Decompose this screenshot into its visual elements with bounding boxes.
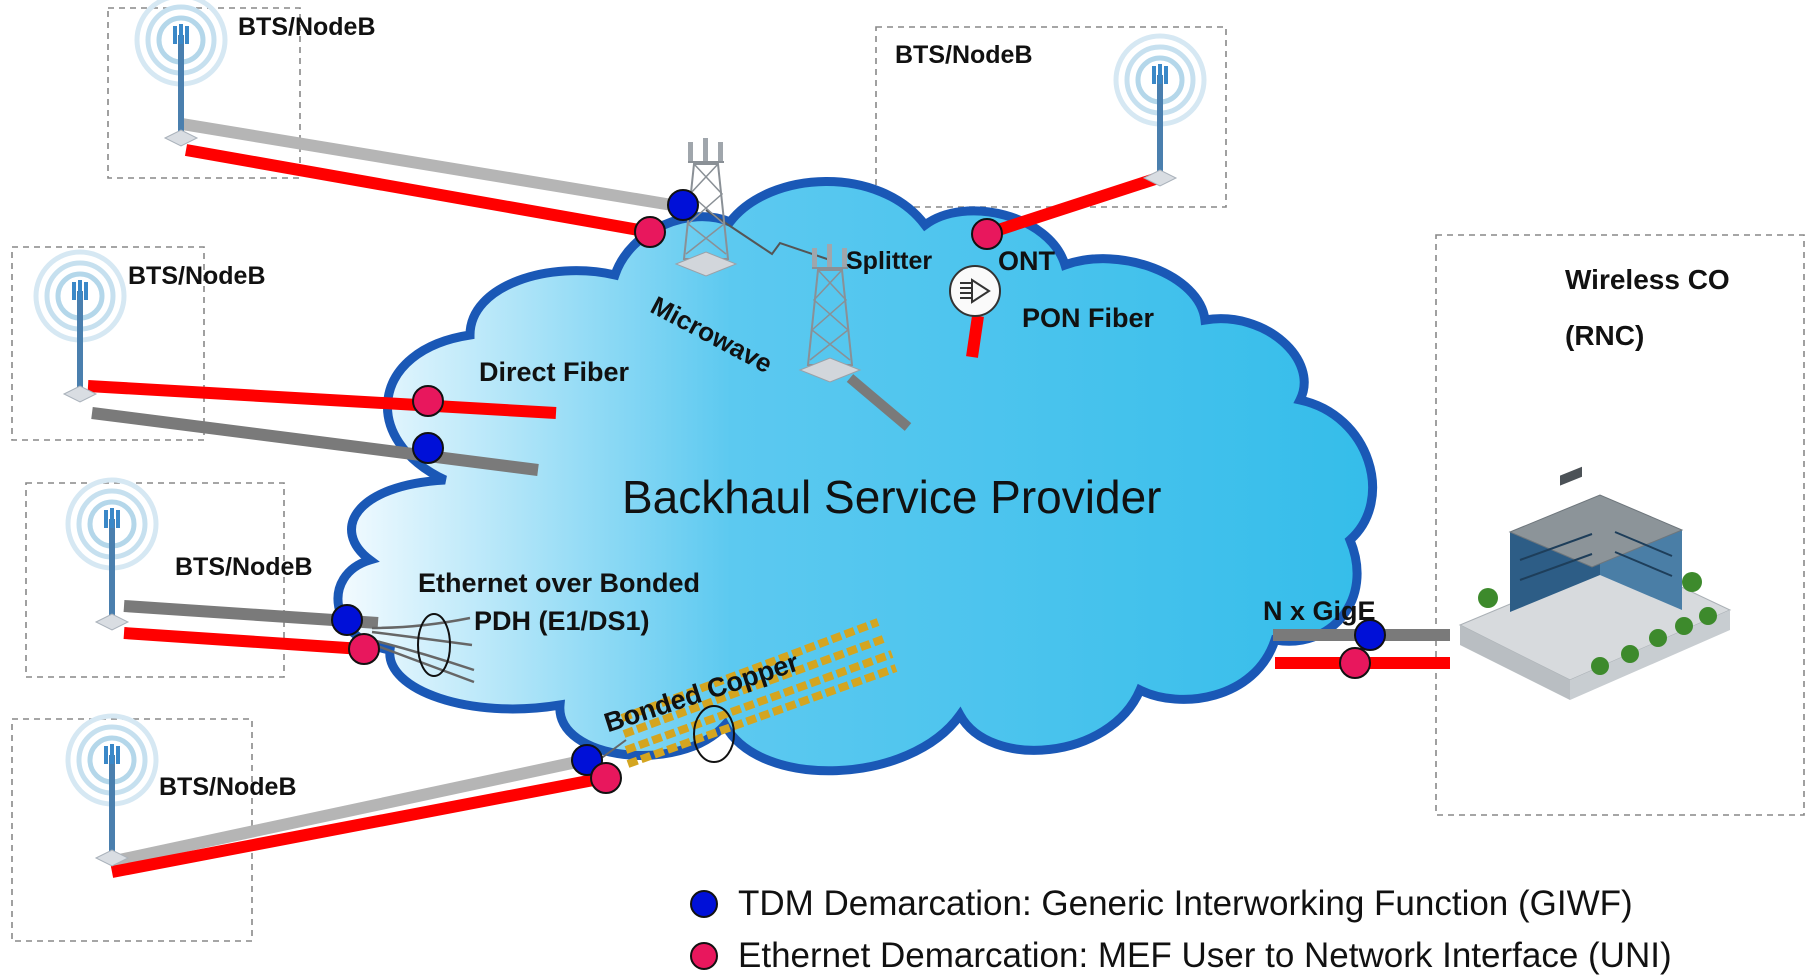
cloud-title: Backhaul Service Provider: [622, 471, 1162, 523]
site-label-4: BTS/NodeB: [175, 553, 313, 581]
gige-label: N x GigE: [1263, 596, 1376, 626]
cell-tower-2: [1116, 36, 1204, 186]
ethernet-demarcation-dot: [971, 218, 1003, 250]
co-box: [1435, 234, 1805, 816]
tdm-demarcation-dot: [331, 604, 363, 636]
legend-tdm-label: TDM Demarcation: Generic Interworking Fu…: [738, 884, 1633, 923]
direct-fiber-label: Direct Fiber: [479, 357, 630, 387]
site-box-3: [11, 246, 205, 441]
site-label-5: BTS/NodeB: [159, 773, 297, 801]
cell-tower-5: [68, 716, 156, 866]
ethernet-demarcation-dot: [590, 762, 622, 794]
splitter-icon: [949, 265, 1001, 317]
tdm-demarcation-dot: [1354, 619, 1386, 651]
pon-fiber-label: PON Fiber: [1022, 303, 1155, 333]
tdm-demarcation-dot: [667, 189, 699, 221]
co-subtitle: (RNC): [1565, 320, 1645, 351]
splitter-label: Splitter: [846, 247, 933, 275]
site-label-3: BTS/NodeB: [128, 262, 266, 290]
site-box-4: [25, 482, 285, 678]
ethernet-demarcation-dot: [412, 385, 444, 417]
legend-tdm: TDM Demarcation: Generic Interworking Fu…: [690, 884, 1633, 924]
legend-ethernet: Ethernet Demarcation: MEF User to Networ…: [690, 936, 1672, 976]
site-box-1: [107, 7, 301, 179]
ont-label: ONT: [998, 246, 1055, 276]
tdm-demarcation-dot: [412, 432, 444, 464]
central-office-building: [1458, 466, 1732, 700]
bonded-copper-bundle: [587, 618, 898, 769]
legend-ethernet-label: Ethernet Demarcation: MEF User to Networ…: [738, 936, 1672, 975]
ethernet-demarcation-dot: [634, 216, 666, 248]
site-label-1: BTS/NodeB: [238, 13, 376, 41]
legend-tdm-dot: [690, 890, 718, 918]
co-title: Wireless CO: [1565, 264, 1730, 295]
legend-ethernet-dot: [690, 942, 718, 970]
cell-tower-3: [36, 252, 124, 402]
site-label-2: BTS/NodeB: [895, 41, 1033, 69]
ethernet-bonded-label-1: Ethernet over Bonded: [418, 568, 701, 598]
ethernet-demarcation-dot: [348, 633, 380, 665]
ethernet-demarcation-dot: [1339, 647, 1371, 679]
ethernet-bonded-label-2: PDH (E1/DS1): [474, 606, 650, 636]
